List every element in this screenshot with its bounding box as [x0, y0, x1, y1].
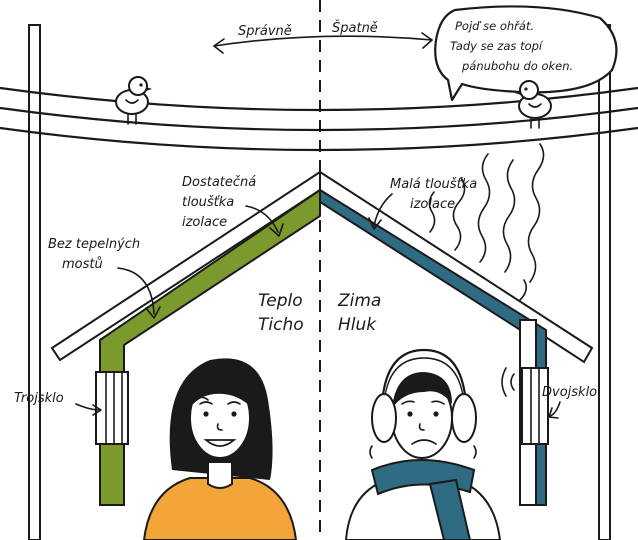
header-arrow — [213, 32, 433, 54]
right-insulation-label-1: Malá tloušťka — [390, 177, 477, 192]
bubble-line-1: Pojď se ohřát. — [455, 19, 534, 33]
right-pole — [598, 24, 611, 540]
bridges-label-2: mostů — [62, 257, 103, 272]
heat-loss-lines — [428, 143, 545, 301]
right-insulation-arrow — [368, 193, 393, 230]
left-insulation-arrow — [245, 205, 284, 237]
bridges-arrow — [117, 267, 161, 319]
wrong-label: Špatně — [332, 20, 378, 36]
correct-label: Správně — [238, 24, 292, 39]
left-state-warm: Teplo — [258, 291, 303, 311]
bubble-line-3: pánubohu do oken. — [461, 59, 573, 73]
left-insulation-label-3: izolace — [182, 215, 227, 230]
double-glazed-window — [521, 367, 549, 445]
bridges-label-1: Bez tepelných — [48, 237, 140, 252]
triple-window-label: Trojsklo — [14, 391, 64, 406]
right-bird-icon — [515, 80, 552, 129]
left-insulation-label-1: Dostatečná — [182, 175, 256, 190]
left-insulation-label-2: tloušťka — [182, 195, 234, 210]
noise-waves — [501, 367, 515, 397]
triple-glazed-window — [95, 371, 129, 445]
roof — [50, 170, 594, 364]
right-state-cold: Zima — [337, 291, 381, 311]
bubble-line-2: Tady se zas topí — [450, 39, 544, 53]
right-state-noise: Hluk — [338, 315, 377, 335]
left-state-quiet: Ticho — [258, 315, 304, 335]
left-bird-icon — [115, 76, 152, 125]
speech-bubble: Pojď se ohřát. Tady se zas topí pánubohu… — [434, 5, 618, 102]
man-figure — [344, 348, 502, 540]
right-house-insulation — [319, 188, 547, 506]
right-insulation-label-2: izolace — [410, 197, 455, 212]
left-pole — [28, 24, 41, 540]
double-window-arrow — [548, 401, 561, 419]
triple-window-arrow — [75, 403, 102, 416]
woman-figure — [142, 358, 298, 540]
double-window-label: Dvojsklo — [542, 385, 597, 400]
